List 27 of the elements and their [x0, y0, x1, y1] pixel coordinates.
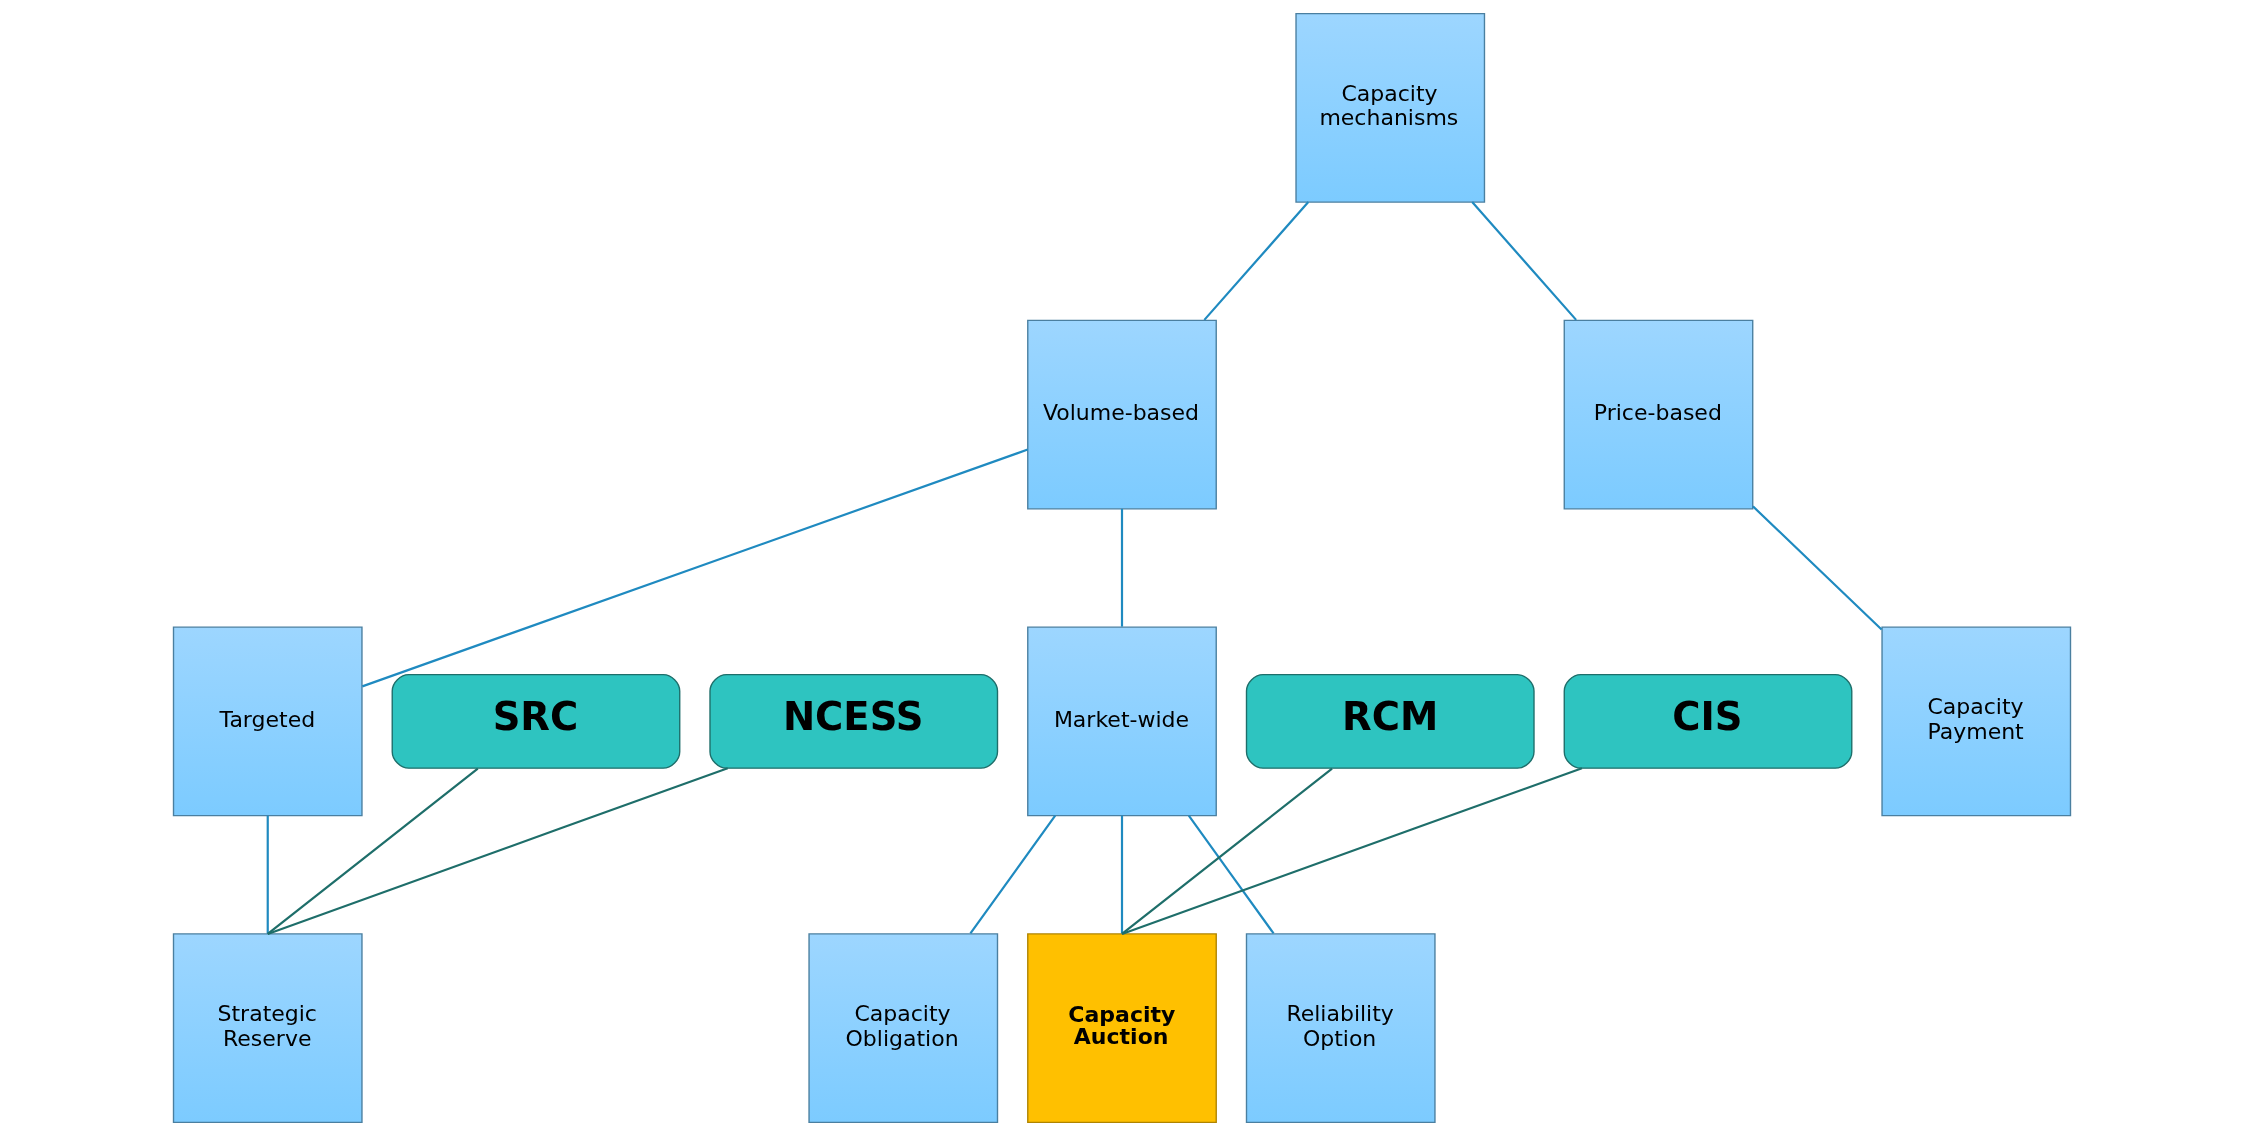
connector: [267, 767, 729, 935]
connector: [1120, 815, 1124, 934]
connector: [267, 767, 479, 935]
node-box: CIS: [1563, 673, 1853, 769]
connector: [1121, 767, 1333, 935]
node-box: Capacity mechanisms: [1295, 12, 1486, 203]
node-box: Market-wide: [1027, 626, 1217, 817]
node-box: Targeted: [172, 626, 363, 817]
connector: [1187, 815, 1275, 935]
node-box: Capacity Auction: [1027, 933, 1217, 1124]
node-box: SRC: [391, 673, 681, 769]
connector: [1752, 505, 1883, 631]
node-box: Strategic Reserve: [172, 933, 363, 1124]
connector: [1120, 508, 1124, 627]
node-box: Price-based: [1563, 319, 1754, 510]
connector: [1203, 201, 1310, 321]
node-box: Reliability Option: [1245, 933, 1436, 1124]
connector: [1121, 767, 1583, 935]
connector: [361, 448, 1029, 688]
node-box: Volume-based: [1027, 319, 1217, 510]
node-box: Capacity Payment: [1881, 626, 2072, 817]
node-box: NCESS: [709, 673, 999, 769]
connector: [1471, 201, 1577, 321]
connector: [266, 815, 269, 934]
node-box: Capacity Obligation: [808, 933, 999, 1124]
connector: [969, 815, 1057, 935]
node-box: RCM: [1245, 673, 1535, 769]
